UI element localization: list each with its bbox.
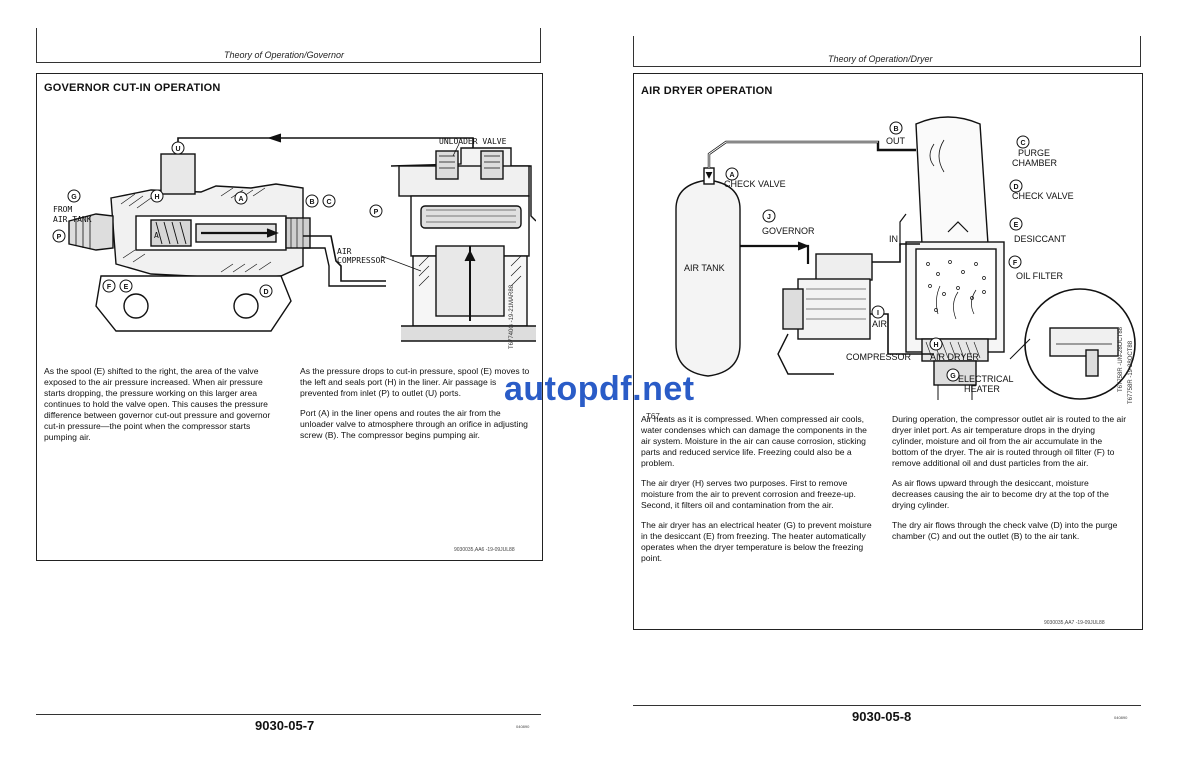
- callout-f: F: [107, 284, 112, 291]
- label-desiccant: DESICCANT: [1014, 234, 1067, 244]
- label-chamber: CHAMBER: [1012, 158, 1058, 168]
- governor-diagram: U G H A B C P F E D P FROM AIR TANK UNLO…: [52, 133, 536, 342]
- left-panel: GOVERNOR CUT-IN OPERATION: [36, 73, 543, 561]
- label-inner-a: A: [154, 231, 159, 240]
- left-doc-code: 9030035,AA6 -19-09JUL88: [454, 547, 515, 553]
- right-page-number: 9030-05-8: [852, 709, 912, 724]
- label-air: AIR: [337, 247, 352, 256]
- left-col1-para-1: As the spool (E) shifted to the right, t…: [44, 366, 271, 442]
- right-footer-line: [633, 705, 1141, 706]
- label-check-valve-a: CHECK VALVE: [724, 179, 786, 189]
- label-air-dryer: AIR DRYER: [930, 352, 979, 362]
- callout-h: H: [933, 342, 938, 349]
- callout-u: U: [175, 146, 180, 153]
- right-column-2: During operation, the compressor outlet …: [892, 414, 1128, 551]
- left-column-1: As the spool (E) shifted to the right, t…: [44, 366, 280, 452]
- left-panel-title: GOVERNOR CUT-IN OPERATION: [44, 82, 221, 94]
- air-dryer-diagram: B C A D J E F I H G OUT PURGE CHAMBER CH…: [675, 116, 1136, 400]
- callout-p-inlet: P: [57, 234, 62, 241]
- callout-a: A: [729, 172, 734, 179]
- left-footer-line: [36, 714, 541, 715]
- callout-d: D: [1013, 184, 1018, 191]
- right-page-left-rule: [633, 36, 634, 67]
- right-column-1: Air heats as it is compressed. When comp…: [641, 414, 876, 573]
- label-from: FROM: [53, 205, 72, 214]
- callout-f: F: [1013, 260, 1018, 267]
- right-figure-code-b: T67758R -19-28OCT88: [1128, 340, 1134, 404]
- callout-h: H: [154, 194, 159, 201]
- label-out: OUT: [886, 136, 906, 146]
- label-purge: PURGE: [1018, 148, 1050, 158]
- label-oil-filter: OIL FILTER: [1016, 271, 1064, 281]
- left-page-left-rule: [36, 28, 37, 63]
- right-doc-code: 9030035,AA7 -19-09JUL88: [1044, 620, 1105, 626]
- label-in: IN: [889, 234, 898, 244]
- right-panel: AIR DRYER OPERATION: [633, 73, 1143, 630]
- right-col2-para-1: During operation, the compressor outlet …: [892, 414, 1127, 468]
- callout-g: G: [950, 373, 956, 380]
- callout-i: I: [877, 310, 879, 317]
- label-electrical: ELECTRICAL: [958, 374, 1014, 384]
- right-page-top-line: [633, 66, 1141, 67]
- label-heater: HEATER: [964, 384, 1000, 394]
- right-col1-para-3: The air dryer has an electrical heater (…: [641, 520, 872, 563]
- callout-e: E: [1014, 222, 1019, 229]
- label-compressor: COMPRESSOR: [337, 256, 385, 265]
- left-running-head: Theory of Operation/Governor: [224, 50, 345, 60]
- left-page-top-line: [36, 62, 541, 63]
- right-col2-para-2: As air flows upward through the desiccan…: [892, 478, 1109, 510]
- right-col1-para-1: Air heats as it is compressed. When comp…: [641, 414, 867, 468]
- callout-p-compressor: P: [374, 209, 379, 216]
- right-figure-code-a: T67758R -UN-28OCT88: [1118, 326, 1124, 392]
- callout-b: B: [309, 199, 314, 206]
- right-running-head: Theory of Operation/Dryer: [828, 54, 933, 64]
- callout-b: B: [893, 126, 898, 133]
- callout-a: A: [238, 196, 243, 203]
- label-air-right: AIR: [872, 319, 888, 329]
- callout-j: J: [767, 214, 771, 221]
- callout-g: G: [71, 194, 77, 201]
- left-page-right-rule: [540, 28, 541, 63]
- callout-c: C: [326, 199, 331, 206]
- label-air-tank-right: AIR TANK: [684, 263, 725, 273]
- tab-label: T67...: [646, 412, 667, 421]
- left-col2-para-2: Port (A) in the liner opens and routes t…: [300, 408, 528, 440]
- callout-c: C: [1020, 140, 1025, 147]
- right-page-right-rule: [1140, 36, 1141, 67]
- callout-e: E: [124, 284, 129, 291]
- left-col2-para-1: As the pressure drops to cut-in pressure…: [300, 366, 530, 398]
- watermark: autopdf.net: [504, 370, 695, 408]
- left-page-number: 9030-05-7: [255, 718, 315, 733]
- label-check-valve-d: CHECK VALVE: [1012, 191, 1074, 201]
- right-panel-title: AIR DRYER OPERATION: [641, 85, 773, 97]
- right-footer-code: 040890: [1114, 715, 1128, 720]
- right-col2-para-3: The dry air flows through the check valv…: [892, 520, 1118, 541]
- right-col1-para-2: The air dryer (H) serves two purposes. F…: [641, 478, 856, 510]
- callout-d: D: [263, 289, 268, 296]
- left-figure-code: T67740G -19-21MAR88: [509, 284, 515, 349]
- left-footer-code: 040890: [516, 724, 530, 729]
- label-compressor-right: COMPRESSOR: [846, 352, 912, 362]
- label-unloader-valve: UNLOADER VALVE: [439, 137, 507, 146]
- left-column-2: As the pressure drops to cut-in pressure…: [300, 366, 536, 450]
- label-air-tank-left: AIR TANK: [53, 215, 92, 224]
- label-governor: GOVERNOR: [762, 226, 815, 236]
